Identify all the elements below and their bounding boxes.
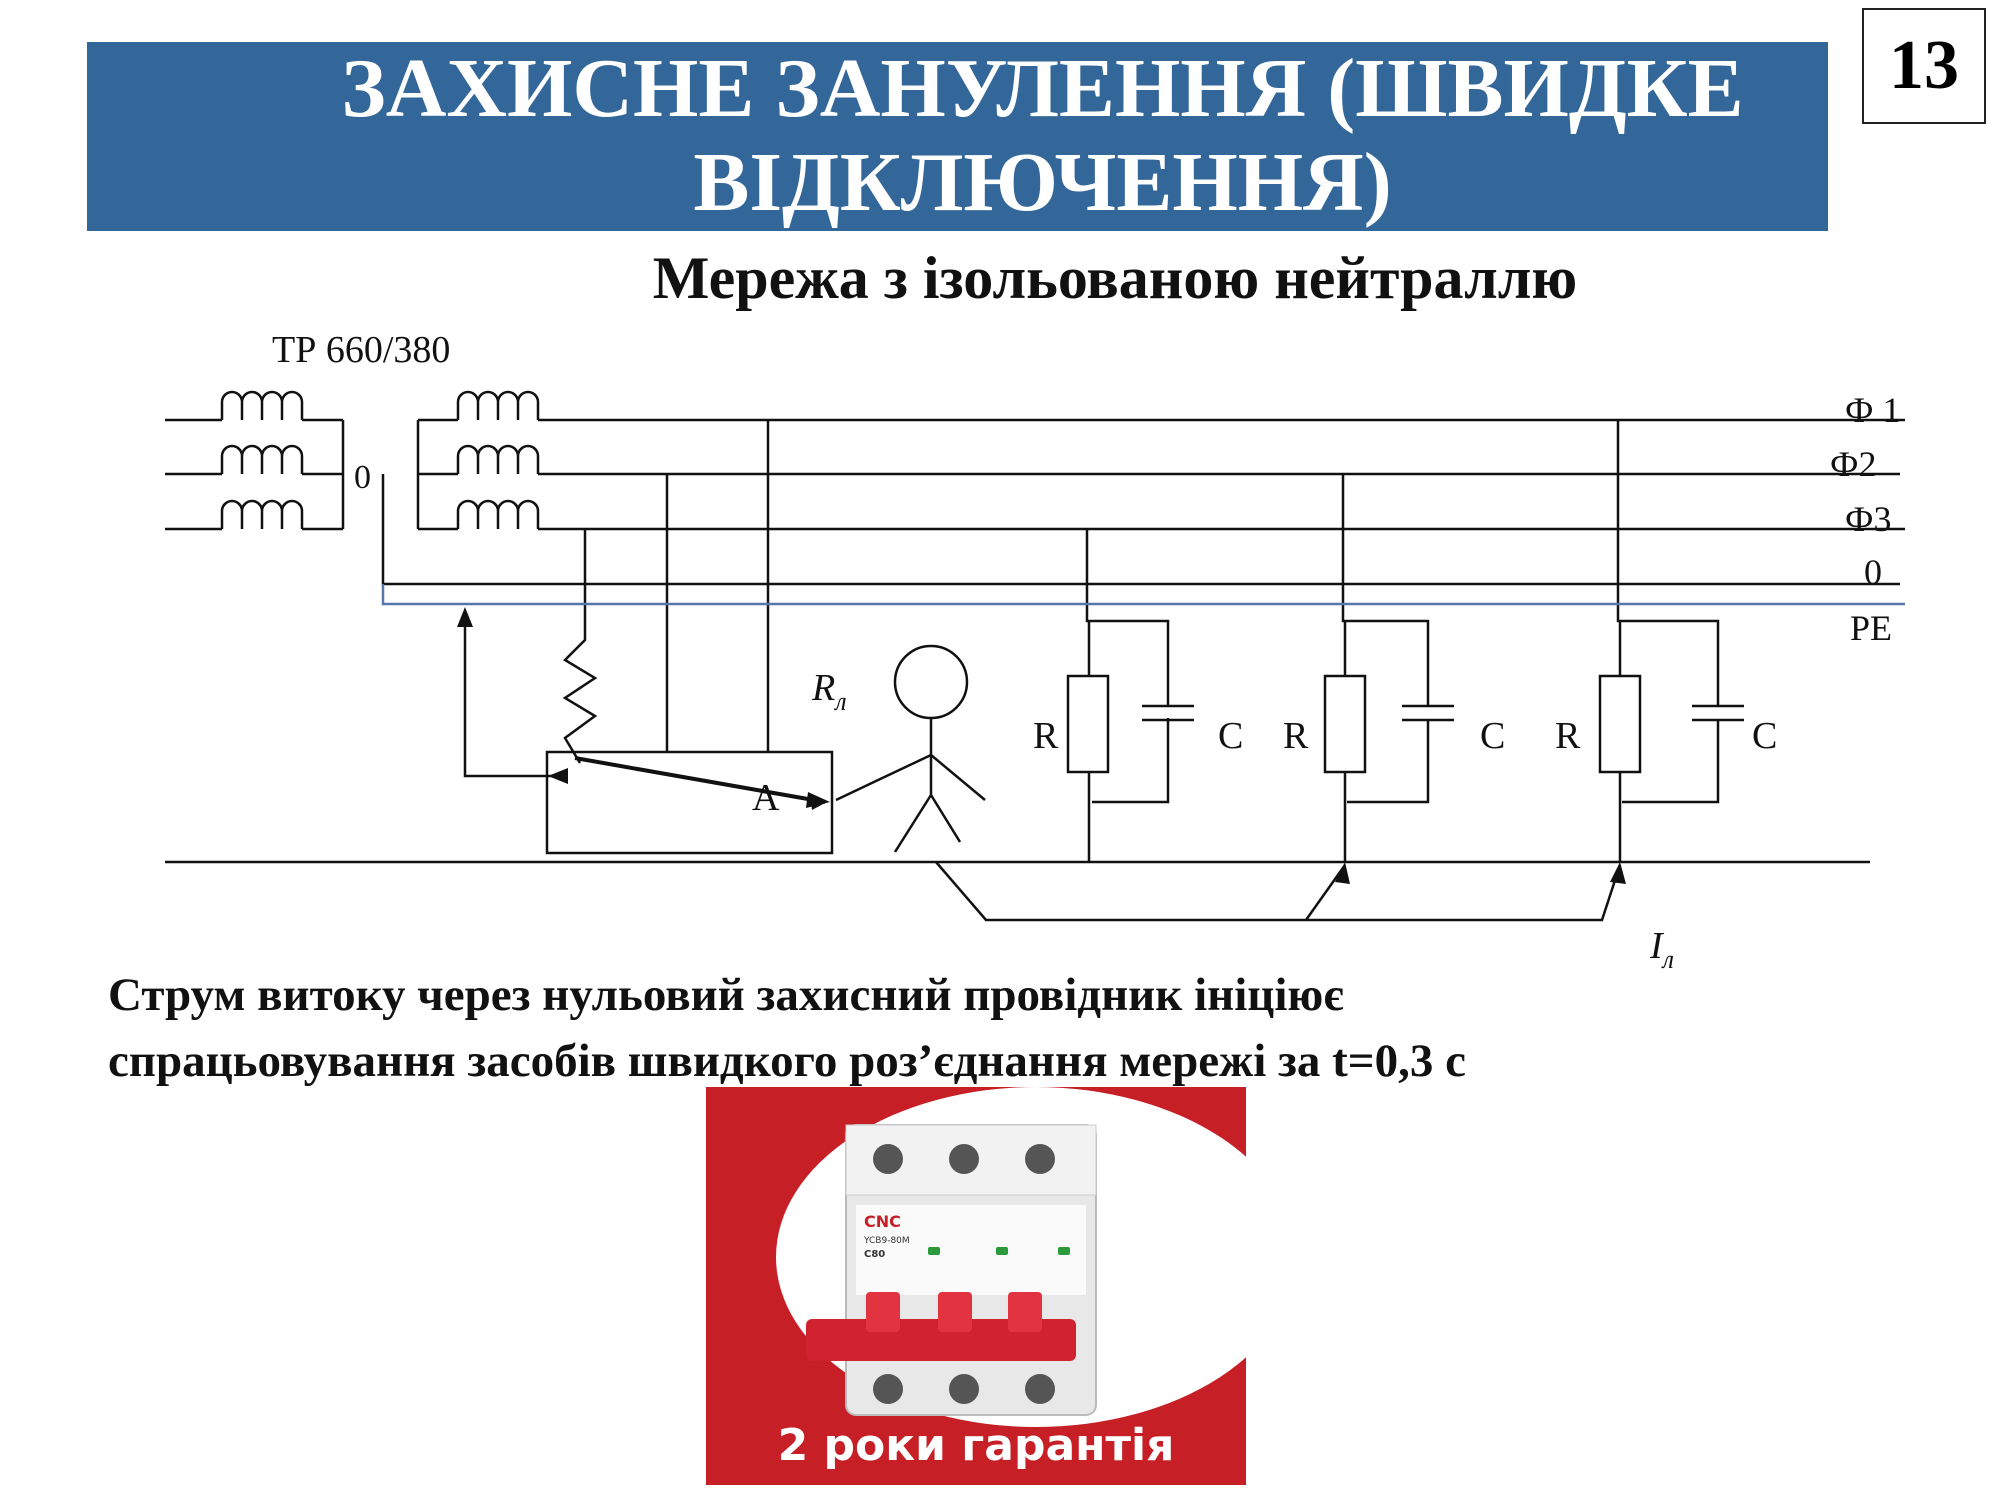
toggle-lever-1	[866, 1292, 900, 1332]
slide-number: 13	[1862, 8, 1986, 124]
terminal-screw-2	[949, 1144, 979, 1174]
circuit-breaker-illustration: CNC YCB9-80M C80	[776, 1087, 1246, 1427]
phase-3-label: Ф3	[1845, 499, 1891, 539]
slide-title-line-2: ВІДКЛЮЧЕННЯ)	[693, 136, 1392, 229]
rc-branch-2-wires	[1341, 474, 1430, 862]
switch-arrowhead-left	[548, 768, 568, 784]
pe-line	[381, 584, 1905, 606]
rc-branch-1-c-label: C	[1218, 715, 1243, 757]
rc-branch-3-c-label: C	[1752, 715, 1777, 757]
primary-coil-2	[165, 444, 343, 476]
title-banner	[87, 42, 1828, 231]
switch-label: A	[752, 777, 780, 819]
rc-branch-1-capacitor	[1142, 704, 1194, 722]
terminal-screw-3	[1025, 1144, 1055, 1174]
il-label-main: I	[1649, 925, 1665, 967]
secondary-coil-2	[418, 444, 540, 476]
bottom-screw-1	[873, 1374, 903, 1404]
neutral-line-label: 0	[1864, 552, 1882, 592]
product-image: CNC YCB9-80M C80 2 роки гарантія	[706, 1087, 1246, 1485]
switch-box	[545, 750, 834, 855]
rc-branch-3-capacitor	[1692, 704, 1744, 722]
slide-subtitle: Мережа з ізольованою нейтраллю	[652, 245, 1578, 311]
indicator-1	[928, 1247, 940, 1255]
caption: Струм витоку через нульовий захисний про…	[108, 962, 1808, 1094]
feed-phase-3	[562, 529, 598, 764]
circuit-diagram: ТР 660/380 0 Ф 1 Ф2 Ф3 0 PE A Rл R C R C…	[165, 329, 1905, 974]
product-caption: 2 роки гарантія	[777, 1420, 1175, 1471]
toggle-lever-2	[938, 1292, 972, 1332]
rl-label-sub: л	[833, 687, 846, 716]
rl-label: Rл	[811, 667, 847, 716]
il-label-sub: л	[1661, 945, 1674, 974]
breaker-model: YCB9-80M	[863, 1236, 910, 1246]
secondary-coil-3	[418, 499, 540, 531]
phase-2-label: Ф2	[1830, 444, 1876, 484]
rc-branch-3-resistor	[1598, 674, 1642, 774]
pe-to-switch-arrow	[463, 647, 560, 778]
person-hand-arrowhead	[810, 796, 825, 810]
breaker-label-area	[856, 1205, 1086, 1295]
transformer-label: ТР 660/380	[272, 329, 450, 371]
rc-branch-3-r-label: R	[1555, 715, 1581, 757]
slide-title: ЗАХИСНЕ ЗАНУЛЕННЯ (ШВИДКЕ ВІДКЛЮЧЕННЯ)	[87, 42, 1828, 231]
caption-line-2: спрацьовування засобів швидкого роз’єдна…	[108, 1035, 1466, 1087]
secondary-coil-1	[418, 390, 540, 422]
person-head	[893, 644, 969, 720]
leakage-arrowhead-2	[1610, 862, 1626, 884]
bottom-screw-3	[1025, 1374, 1055, 1404]
il-label: Iл	[1649, 925, 1674, 974]
rc-branch-1-resistor	[1066, 674, 1110, 774]
primary-coil-3	[165, 499, 343, 531]
rc-branch-1-r-label: R	[1033, 715, 1059, 757]
transformer-neutral-label: 0	[354, 459, 371, 496]
indicator-2	[996, 1247, 1008, 1255]
bottom-screw-2	[949, 1374, 979, 1404]
rc-branch-2-resistor	[1323, 674, 1367, 774]
pe-line-label: PE	[1850, 608, 1892, 648]
phase-1-label: Ф 1	[1845, 390, 1900, 430]
primary-coil-1	[165, 390, 343, 422]
slide-title-line-1: ЗАХИСНЕ ЗАНУЛЕННЯ (ШВИДКЕ	[341, 42, 1744, 135]
rc-branch-2-capacitor	[1402, 704, 1454, 722]
breaker-rating: C80	[864, 1249, 885, 1260]
terminal-screw-1	[873, 1144, 903, 1174]
pe-up-arrowhead	[457, 607, 473, 627]
breaker-brand: CNC	[864, 1212, 901, 1231]
caption-line-1: Струм витоку через нульовий захисний про…	[108, 969, 1344, 1021]
leakage-arrowhead-1	[1335, 862, 1350, 884]
leakage-current-path	[935, 861, 1622, 922]
rl-label-main: R	[811, 667, 835, 709]
person-body	[835, 718, 986, 853]
rc-branch-3-wires	[1616, 420, 1720, 862]
rc-branch-2-r-label: R	[1283, 715, 1309, 757]
toggle-lever-3	[1008, 1292, 1042, 1332]
rc-branch-2-c-label: C	[1480, 715, 1505, 757]
indicator-3	[1058, 1247, 1070, 1255]
rc-branch-1-wires	[1085, 529, 1170, 862]
switch-contact	[574, 756, 826, 804]
